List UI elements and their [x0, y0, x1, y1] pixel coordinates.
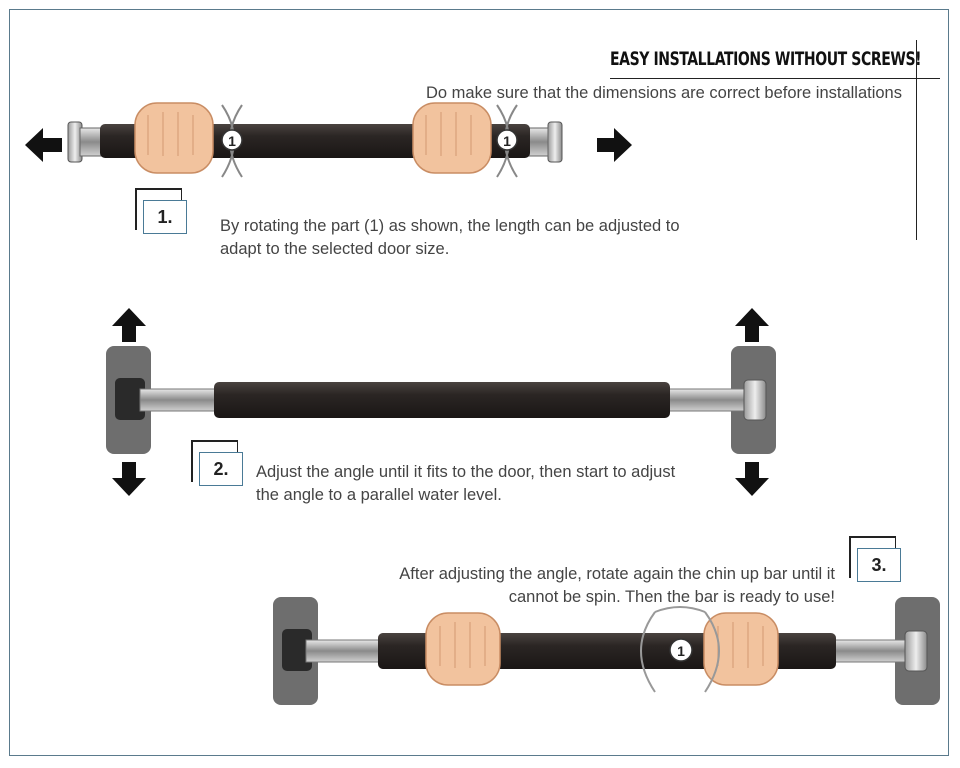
step-number: 3. [857, 548, 901, 582]
step-badge-2: 2. [191, 440, 243, 486]
step-2-line-2: the angle to a parallel water level. [256, 486, 502, 504]
step-2-line-1: Adjust the angle until it fits to the do… [256, 463, 676, 481]
step-2-text: Adjust the angle until it fits to the do… [256, 461, 675, 507]
rotation-marker-label: 1 [677, 643, 685, 659]
step-number: 1. [143, 200, 187, 234]
page-title: EASY INSTALLATIONS WITHOUT SCREWS! [610, 48, 922, 70]
step-3-line-2: cannot be spin. Then the bar is ready to… [508, 588, 835, 606]
hand-icon [425, 612, 501, 686]
step-badge-3: 3. [849, 536, 901, 582]
step-3-text: After adjusting the angle, rotate again … [399, 563, 835, 609]
arrow-down-icon [735, 462, 769, 496]
chin-up-bar-2 [214, 382, 670, 418]
step-1-text: By rotating the part (1) as shown, the l… [220, 215, 680, 261]
step-3-line-1: After adjusting the angle, rotate again … [399, 565, 835, 583]
step-badge-1: 1. [135, 188, 187, 234]
hand-icon [412, 102, 492, 174]
step-1-line-2: adapt to the selected door size. [220, 240, 450, 258]
arrow-down-icon [112, 462, 146, 496]
arrow-up-icon [735, 308, 769, 342]
arrow-right-icon [597, 128, 632, 162]
step-1-line-1: By rotating the part (1) as shown, the l… [220, 217, 680, 235]
diagram-3: 1 [273, 597, 940, 705]
page-subtitle: Do make sure that the dimensions are cor… [426, 84, 902, 102]
step-number: 2. [199, 452, 243, 486]
hand-icon [134, 102, 214, 174]
rotate-icon [640, 606, 720, 693]
diagram-2 [106, 308, 776, 496]
arrow-up-icon [112, 308, 146, 342]
rotation-marker-label: 1 [228, 133, 236, 149]
arrow-left-icon [25, 128, 62, 162]
hand-icon [703, 612, 779, 686]
outer-frame [9, 9, 949, 756]
rotate-icon [221, 104, 243, 178]
title-divider [916, 40, 917, 240]
title-underline [610, 78, 940, 79]
rotation-marker-label: 1 [503, 133, 511, 149]
rotate-icon [496, 104, 518, 178]
diagram-1: 1 1 [25, 102, 632, 178]
